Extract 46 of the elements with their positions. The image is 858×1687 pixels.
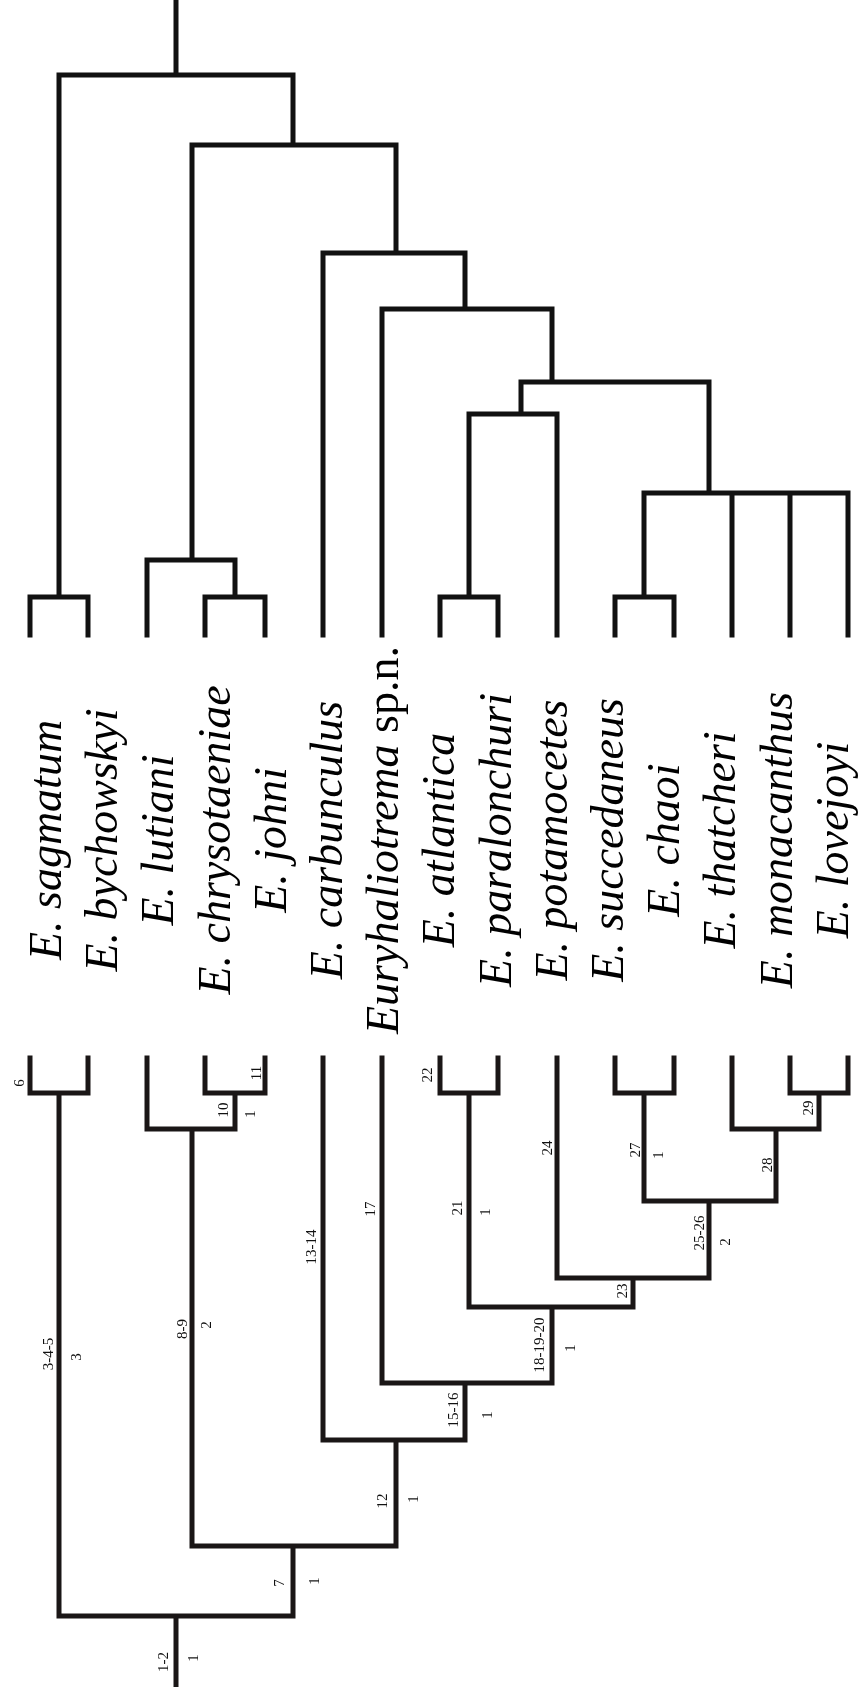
- character-number: 7: [271, 1579, 287, 1587]
- character-number: 28: [759, 1157, 775, 1173]
- character-number: 15-16: [445, 1392, 461, 1428]
- character-number: 23: [614, 1283, 630, 1299]
- character-number: 1: [405, 1495, 421, 1503]
- character-number: 24: [539, 1140, 555, 1156]
- character-number: 1: [562, 1344, 578, 1352]
- taxon-name: E. chaoi: [641, 763, 688, 917]
- character-number: 2: [717, 1238, 733, 1246]
- taxon-name: E. bychowskyi: [79, 708, 126, 972]
- character-number: 22: [419, 1067, 435, 1083]
- character-number: 8-9: [174, 1319, 190, 1339]
- character-number: 11: [248, 1065, 264, 1081]
- character-number: 1-2: [155, 1652, 171, 1672]
- taxon-name: E. thatcheri: [697, 731, 744, 949]
- taxon-name: E. succedaneus: [585, 698, 631, 982]
- character-number: 25-26: [691, 1215, 707, 1251]
- taxon-name: E. lovejoyi: [809, 741, 856, 939]
- character-number: 27: [627, 1142, 643, 1158]
- taxon-name: E. lutiani: [135, 754, 182, 926]
- taxon-name: E. potamocetes: [528, 699, 575, 981]
- character-number: 1: [479, 1411, 495, 1419]
- taxon-name: Euryhaliotrema sp.n.: [360, 646, 407, 1034]
- character-number: 3-4-5: [40, 1337, 56, 1371]
- character-number: 21: [449, 1200, 465, 1216]
- taxon-name: E. paralonchuri: [472, 693, 519, 987]
- character-number: 3: [68, 1353, 84, 1361]
- character-number: 17: [362, 1201, 378, 1217]
- character-number: 1: [650, 1151, 666, 1159]
- taxon-name: E. sagmatum: [23, 719, 69, 961]
- character-number: 6: [11, 1079, 27, 1087]
- character-number: 18-19-20: [531, 1317, 547, 1373]
- taxon-name: E. monacanthus: [753, 691, 800, 989]
- taxon-name: E. chrysotaeniae: [191, 685, 238, 995]
- character-number: 1: [185, 1654, 201, 1662]
- taxon-name: E. carbunculus: [304, 700, 350, 980]
- character-number: 1: [242, 1110, 258, 1118]
- taxon-name: E. johni: [247, 767, 294, 913]
- character-number: 1: [477, 1208, 493, 1216]
- taxon-name: E. atlantica: [416, 732, 463, 948]
- character-number: 2: [198, 1321, 214, 1329]
- character-number: 13-14: [303, 1229, 319, 1265]
- character-number: 29: [800, 1100, 816, 1116]
- character-number: 1: [306, 1577, 322, 1585]
- character-number: 12: [374, 1493, 390, 1509]
- character-number: 10: [215, 1102, 231, 1118]
